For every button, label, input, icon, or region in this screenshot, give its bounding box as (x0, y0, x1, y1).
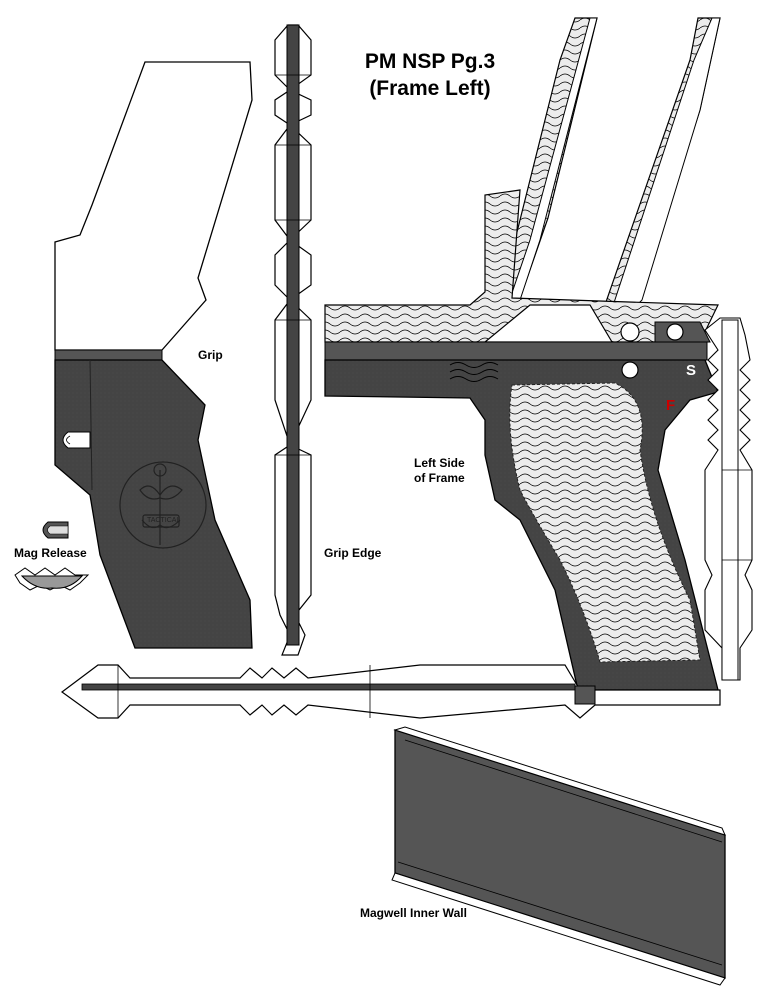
emblem-text: TACTICAL (147, 517, 181, 524)
tactical-emblem (119, 461, 207, 549)
grip-panel-lower (54, 359, 253, 649)
grip-panel-strip (54, 349, 163, 361)
label-grip: Grip (198, 348, 223, 362)
label-mag-release: Mag Release (14, 546, 87, 560)
magwell-inner-wall (391, 726, 726, 986)
grip-panel (54, 61, 253, 649)
grip-edge-strip (274, 24, 312, 656)
safe-mark: S (686, 362, 697, 379)
frame-left-side (324, 17, 721, 691)
page-subtitle: (Frame Left) (369, 77, 491, 100)
label-magwell: Magwell Inner Wall (360, 906, 467, 920)
page-title: PM NSP Pg.3 (364, 50, 496, 73)
frame-front-edge (704, 317, 753, 681)
grip-edge-dark (286, 24, 300, 646)
label-grip-edge: Grip Edge (324, 546, 382, 560)
fire-mark: F (666, 397, 676, 414)
frame-grip-texture (509, 382, 701, 663)
label-left-side-1: Left Side (414, 456, 465, 470)
grip-panel-upper (54, 61, 253, 351)
mag-release-slot (62, 431, 91, 449)
label-left-side-2: of Frame (414, 471, 465, 485)
mag-release-piece (14, 521, 90, 591)
frame-bottom-edge-strip (60, 664, 721, 719)
